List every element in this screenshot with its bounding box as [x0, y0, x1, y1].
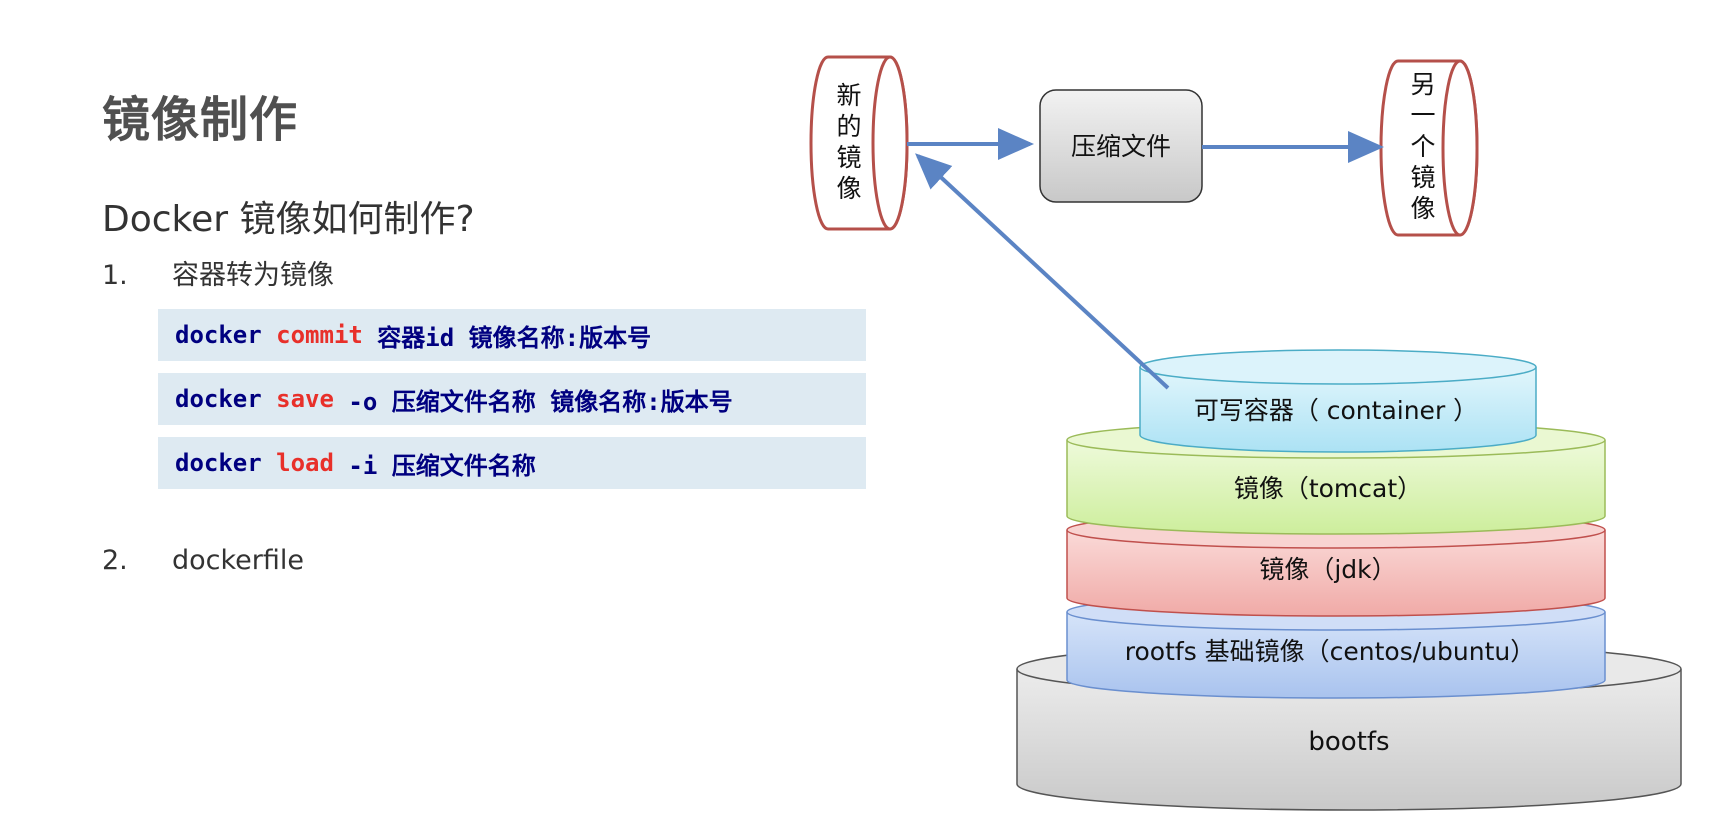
another-image-cylinder: 另 一 个 镜 像 [1379, 59, 1479, 237]
code-cmd: docker [175, 449, 262, 477]
code-commit: docker commit 容器id 镜像名称:版本号 [158, 309, 866, 361]
new-image-char: 像 [836, 174, 861, 203]
list-text: 容器转为镜像 [172, 260, 334, 291]
list-item-1: 1. 容器转为镜像 [102, 253, 334, 292]
archive-box: 压缩文件 [1039, 89, 1203, 203]
label-jdk: 镜像（jdk） [1259, 555, 1396, 584]
page-subtitle: Docker 镜像如何制作? [102, 199, 475, 240]
label-container: 可写容器（ container ） [1194, 396, 1478, 425]
list-item-2: 2. dockerfile [102, 545, 304, 576]
code-args: -o 压缩文件名称 镜像名称:版本号 [333, 387, 733, 416]
code-keyword: commit [276, 321, 363, 349]
another-image-char: 镜 [1410, 163, 1435, 192]
list-number: 1. [102, 260, 128, 291]
new-image-cylinder: 新 的 镜 像 [809, 55, 909, 231]
code-cmd: docker [175, 321, 262, 349]
code-args: 容器id 镜像名称:版本号 [362, 323, 652, 352]
code-load: docker load -i 压缩文件名称 [158, 437, 866, 489]
new-image-char: 的 [836, 112, 861, 141]
list-number: 2. [102, 545, 128, 576]
layer-container: 可写容器（ container ） [1139, 349, 1537, 453]
new-image-char: 镜 [836, 143, 861, 172]
code-cmd: docker [175, 385, 262, 413]
another-image-char: 另 [1410, 70, 1435, 99]
another-image-char: 像 [1410, 194, 1435, 223]
code-save: docker save -o 压缩文件名称 镜像名称:版本号 [158, 373, 866, 425]
label-tomcat: 镜像（tomcat） [1234, 474, 1422, 503]
new-image-char: 新 [836, 81, 861, 110]
code-args: -i 压缩文件名称 [333, 451, 536, 480]
archive-label: 压缩文件 [1071, 132, 1171, 161]
page-title: 镜像制作 [102, 92, 299, 148]
another-image-char: 个 [1410, 132, 1435, 161]
label-bootfs: bootfs [1308, 727, 1389, 757]
list-text: dockerfile [172, 545, 305, 576]
arrow-commit [915, 153, 1170, 390]
code-keyword: save [276, 385, 334, 413]
label-rootfs: rootfs 基础镜像（centos/ubuntu） [1125, 637, 1535, 666]
another-image-char: 一 [1410, 101, 1435, 130]
code-keyword: load [276, 449, 334, 477]
